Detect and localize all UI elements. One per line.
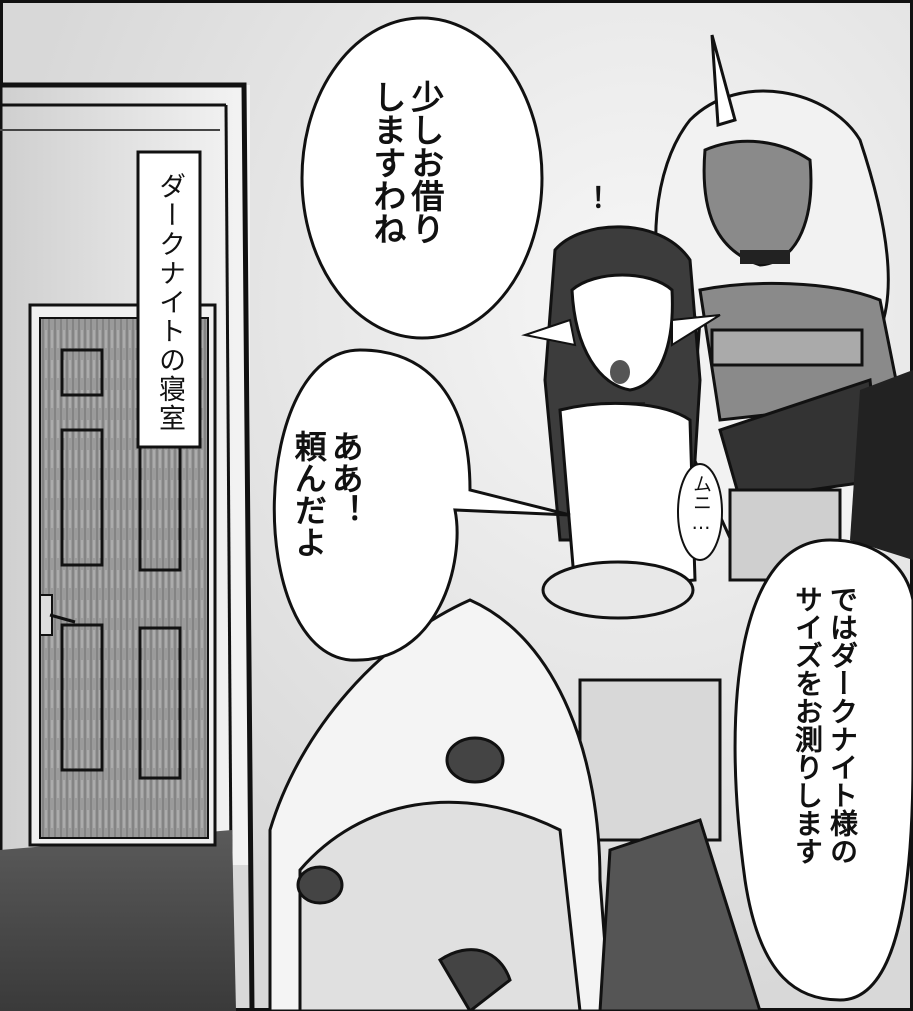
tall-woman-figure — [654, 34, 913, 582]
bubble-middle-text: ああ！ 頼んだよ — [289, 430, 365, 558]
room-sign-board — [136, 150, 202, 449]
bubble-right-shape — [733, 538, 913, 1002]
bubble-middle-shape — [272, 348, 571, 662]
sfx-exclaim: ！ — [574, 185, 607, 213]
sfx-muni: ムニ… — [690, 474, 712, 534]
room-sign-text: ダークナイトの寝室 — [154, 172, 185, 433]
bubble-top-text: 少しお借り しますわね — [367, 80, 445, 245]
bubble-top-shape — [300, 16, 544, 340]
elf-woman-figure — [521, 225, 722, 842]
protagonist-figure — [268, 598, 762, 1011]
bubble-right-text: ではダークナイト様の サイズをお測りします — [791, 585, 859, 865]
sfx-muni-bubble — [677, 463, 723, 561]
speech-bubbles — [272, 16, 913, 1002]
